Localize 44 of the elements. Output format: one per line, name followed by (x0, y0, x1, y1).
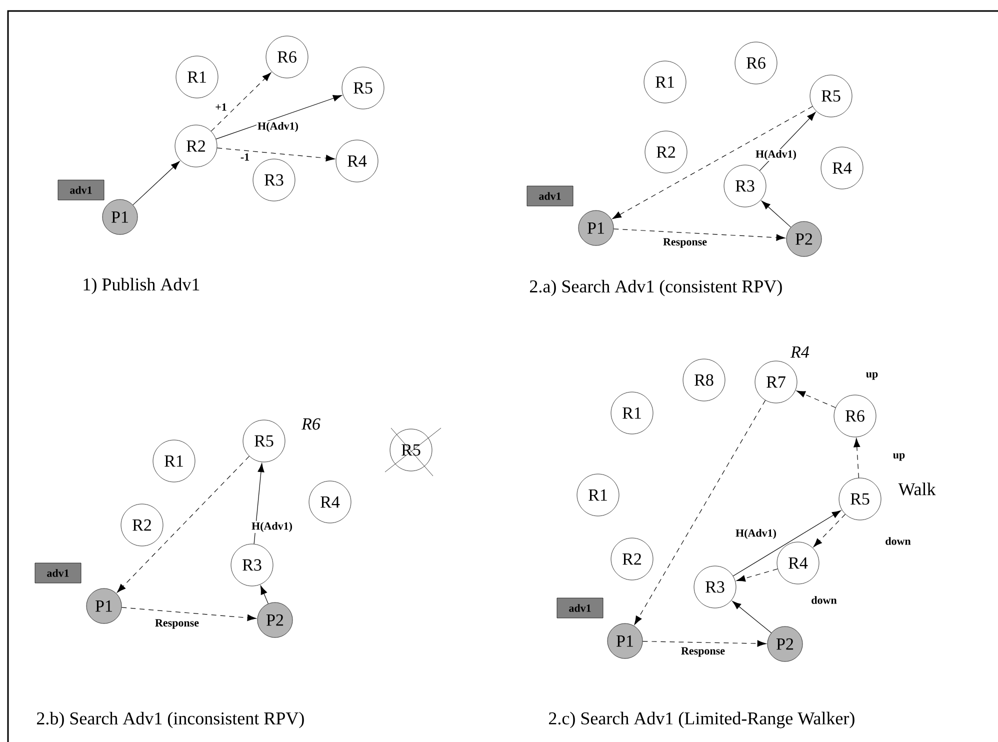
arrow (613, 228, 786, 241)
data-box: adv1 (556, 598, 604, 618)
edge-label: up (864, 371, 880, 381)
arrow (121, 607, 256, 622)
edge-label: -1 (239, 152, 251, 162)
edge-label: H(Adv1) (256, 121, 300, 133)
arrow (813, 514, 846, 548)
arrow (759, 112, 816, 171)
arrow (796, 390, 836, 408)
edge-label: Response (662, 237, 708, 249)
arrow (612, 106, 813, 219)
panel-caption: 2.c) Search Adv1 (Limited-Range Walker) (549, 712, 854, 728)
edge-label: H(Adv1) (754, 149, 798, 161)
text-label: Walk (898, 482, 936, 496)
arrow (732, 600, 772, 634)
arrow (732, 510, 842, 576)
arrow (216, 148, 335, 162)
arrow (132, 161, 180, 206)
data-box: adv1 (34, 562, 82, 584)
edge-label: up (892, 452, 906, 462)
arrow (761, 200, 792, 228)
data-box: adv1 (526, 186, 574, 206)
arrow (254, 463, 264, 544)
edge-label: down (810, 595, 838, 605)
edge-label: down (884, 536, 912, 546)
arrow (216, 95, 342, 140)
edge-label: Response (154, 618, 200, 630)
edge-label: H(Adv1) (734, 528, 778, 540)
italic-label: R4 (790, 346, 810, 358)
arrow (260, 585, 268, 604)
arrow (736, 568, 778, 582)
panel-caption: 1) Publish Adv1 (84, 278, 200, 294)
panel-caption: 2.a) Search Adv1 (consistent RPV) (530, 280, 782, 296)
edge-label: +1 (214, 102, 228, 112)
edge-label: H(Adv1) (250, 521, 294, 533)
arrow (854, 438, 860, 478)
edge-label: Response (680, 646, 726, 658)
italic-label: R6 (301, 418, 320, 430)
arrow (634, 400, 766, 625)
arrow (642, 640, 766, 647)
arrow (210, 72, 272, 132)
arrow (116, 456, 250, 593)
panel-caption: 2.b) Search Adv1 (inconsistent RPV) (36, 712, 304, 728)
data-box: adv1 (58, 180, 104, 200)
